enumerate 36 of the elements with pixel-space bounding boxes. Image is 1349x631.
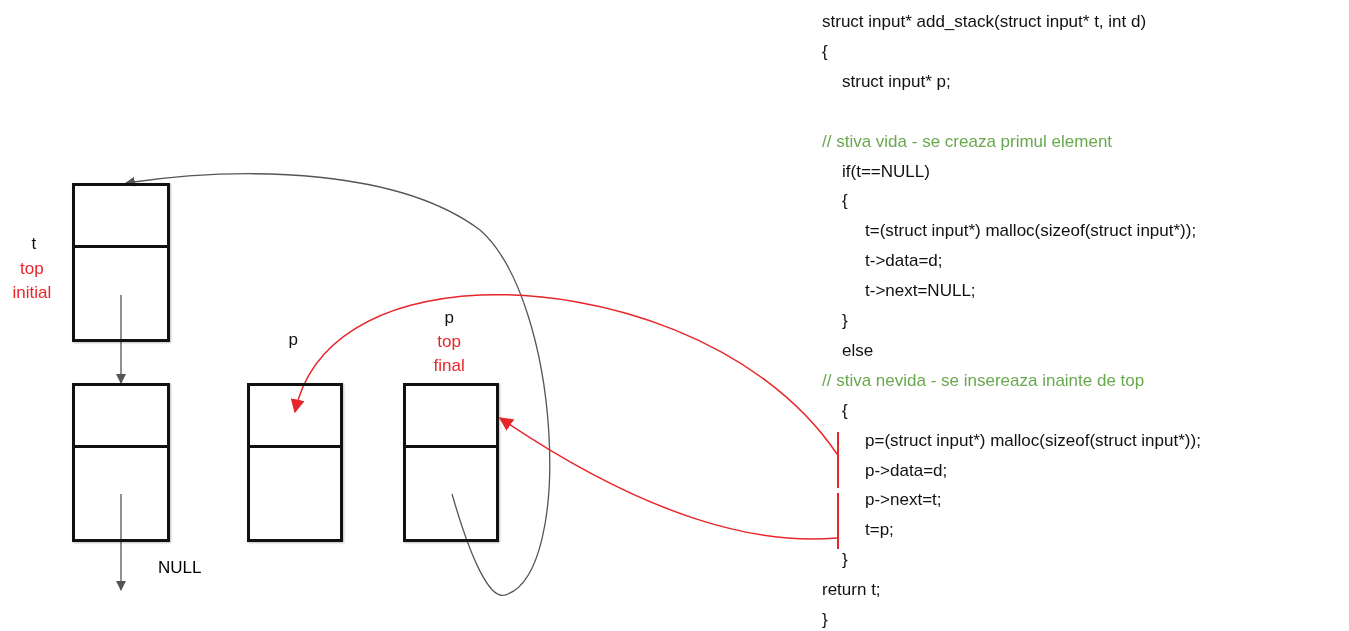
code-line: t->data=d; [865, 251, 943, 272]
arrow [291, 294, 838, 455]
code-comment: // stiva vida - se creaza primul element [822, 131, 1113, 152]
arrow [116, 493, 126, 591]
code-line: { [822, 41, 828, 62]
stack-node-box [72, 383, 170, 542]
code-line: p->next=t; [865, 490, 942, 511]
code-line: p->data=d; [865, 460, 948, 481]
pointer-label: top initial [12, 258, 52, 304]
code-line: t=(struct input*) malloc(sizeof(struct input*)); [865, 221, 1197, 242]
arrow [498, 417, 838, 540]
code-bracket [837, 493, 840, 549]
pointer-label: top final [433, 331, 465, 377]
stack-node-box [247, 383, 343, 542]
code-line: } [822, 610, 828, 630]
pointer-label: t [31, 233, 37, 255]
pointer-label: p [288, 329, 298, 351]
code-line: struct input* add_stack(struct input* t, int d) [822, 12, 1147, 32]
code-comment: // stiva nevida - se insereaza inainte de top [822, 370, 1145, 391]
code-line: else [842, 340, 874, 361]
code-line: p=(struct input*) malloc(sizeof(struct input*)); [865, 430, 1201, 451]
arrow [124, 173, 551, 596]
code-line: return t; [822, 580, 881, 601]
code-line: if(t==NULL) [842, 161, 930, 182]
code-line: struct input* p; [842, 71, 951, 92]
code-bracket [837, 432, 840, 488]
arrow [116, 294, 126, 384]
stack-node-box [403, 383, 499, 542]
code-line: } [842, 311, 848, 331]
code-line: } [842, 550, 848, 571]
code-line: { [842, 191, 848, 212]
pointer-label: p [444, 307, 454, 329]
stack-node-box [72, 183, 170, 342]
code-line: t=p; [865, 520, 894, 541]
code-line: t->next=NULL; [865, 281, 976, 302]
code-line: { [842, 400, 848, 421]
